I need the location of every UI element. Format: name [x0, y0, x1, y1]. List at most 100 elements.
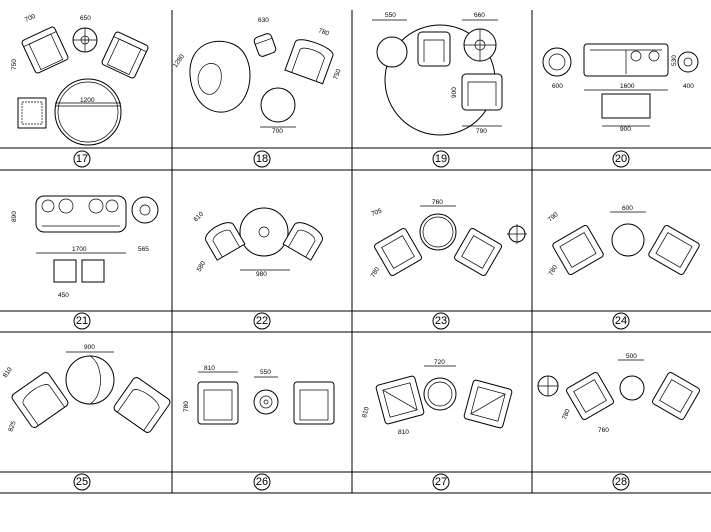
dim-label: 890: [11, 211, 18, 222]
panel-number: 25: [76, 476, 88, 488]
dim-label: 565: [138, 246, 149, 253]
armchair: [461, 73, 503, 111]
round-side-table: [72, 27, 98, 53]
sofa: [583, 43, 669, 77]
round-table: [260, 87, 296, 123]
panel-26: 810 550 780: [183, 365, 335, 425]
armchair: [282, 222, 323, 261]
armchair: [113, 377, 171, 433]
armchair: [284, 39, 334, 85]
dim-label: 980: [256, 271, 267, 278]
floor-lamp: [507, 224, 527, 244]
round-side-table: [537, 375, 559, 397]
dim-label: 1600: [620, 83, 635, 90]
dim-label: 810: [204, 365, 215, 372]
dim-label: 630: [258, 17, 269, 24]
panel-17: 700 650 750 1200: [11, 13, 149, 146]
panel-24: 790 600 780: [547, 205, 700, 277]
panel-20: 600 1600 530 400 900: [542, 43, 699, 133]
panel-number: 20: [615, 153, 627, 165]
coffee-table: [601, 93, 651, 119]
dim-label: 760: [432, 199, 443, 206]
dim-label: 500: [626, 353, 637, 360]
dim-label: 610: [192, 211, 205, 224]
round-table: [239, 207, 289, 257]
panel-19: 550 660 900 790: [372, 12, 503, 136]
dim-label: 650: [80, 15, 91, 22]
panel-number: 26: [256, 476, 268, 488]
grid-lines: [0, 10, 711, 494]
dim-label: 750: [332, 68, 342, 81]
round-side-table: [677, 51, 699, 73]
dim-label: 705: [370, 207, 383, 217]
dim-label: 780: [317, 27, 330, 37]
ottoman: [53, 259, 77, 283]
dim-label: 530: [671, 55, 678, 66]
armchair: [552, 225, 604, 275]
armchair: [417, 31, 451, 67]
round-side-table: [253, 389, 279, 415]
panel-number: 18: [256, 153, 268, 165]
rug: [17, 97, 47, 129]
dim-label: 450: [58, 292, 69, 299]
dim-label: 580: [196, 260, 208, 273]
ottoman: [81, 259, 105, 283]
panel-numbers: 17 18 19 20 21 22 23 24 25 26 27 28: [73, 150, 630, 491]
panel-number: 21: [76, 315, 88, 327]
dim-label: 700: [272, 128, 283, 135]
round-side-table: [376, 36, 408, 68]
dim-label: 760: [598, 427, 609, 434]
armchair: [293, 381, 335, 425]
round-table: [619, 375, 645, 401]
round-table: [423, 377, 457, 411]
panel-number: 22: [256, 315, 268, 327]
armchair: [21, 26, 69, 74]
dim-label: 750: [11, 59, 18, 70]
armchair: [652, 372, 700, 420]
panel-22: 610 580 980: [192, 207, 323, 278]
armchair: [648, 225, 700, 275]
armchair: [374, 228, 422, 276]
panel-18: 1280 630 780 750 700: [172, 17, 343, 135]
dim-label: 1280: [172, 53, 186, 69]
dim-label: 600: [622, 205, 633, 212]
panel-number: 27: [435, 476, 447, 488]
dim-label: 400: [683, 83, 694, 90]
armchair: [101, 31, 149, 79]
dim-label: 1200: [80, 97, 95, 104]
dim-label: 780: [370, 266, 382, 279]
sofa: [35, 195, 127, 233]
dim-label: 780: [548, 264, 560, 277]
panel-number: 23: [435, 315, 447, 327]
panel-25: 810 900 825: [2, 344, 171, 433]
armchair: [205, 222, 246, 261]
dim-label: 550: [385, 12, 396, 19]
dim-label: 550: [260, 369, 271, 376]
armchair: [463, 379, 513, 429]
round-table: [611, 223, 645, 257]
panel-number: 28: [615, 476, 627, 488]
panel-number: 19: [435, 153, 447, 165]
dim-label: 810: [361, 406, 371, 419]
round-side-table: [463, 28, 497, 62]
dim-label: 1700: [72, 246, 87, 253]
panel-number: 24: [615, 315, 627, 327]
dim-label: 900: [451, 87, 458, 98]
dim-label: 600: [552, 83, 563, 90]
round-table: [54, 78, 122, 146]
dim-label: 810: [2, 366, 14, 379]
panel-number: 17: [76, 153, 88, 165]
dim-label: 660: [474, 12, 485, 19]
panel-21: 890 1700 565 450: [11, 195, 159, 299]
armchair: [454, 228, 502, 276]
armchair: [11, 372, 69, 428]
dim-label: 720: [434, 359, 445, 366]
lounge-chair: [189, 40, 251, 113]
panel-23: 705 760 780: [370, 199, 527, 279]
side-chair: [253, 33, 277, 57]
armchair: [566, 372, 614, 420]
dim-label: 825: [7, 420, 17, 433]
dim-label: 810: [398, 429, 409, 436]
dim-label: 900: [620, 126, 631, 133]
